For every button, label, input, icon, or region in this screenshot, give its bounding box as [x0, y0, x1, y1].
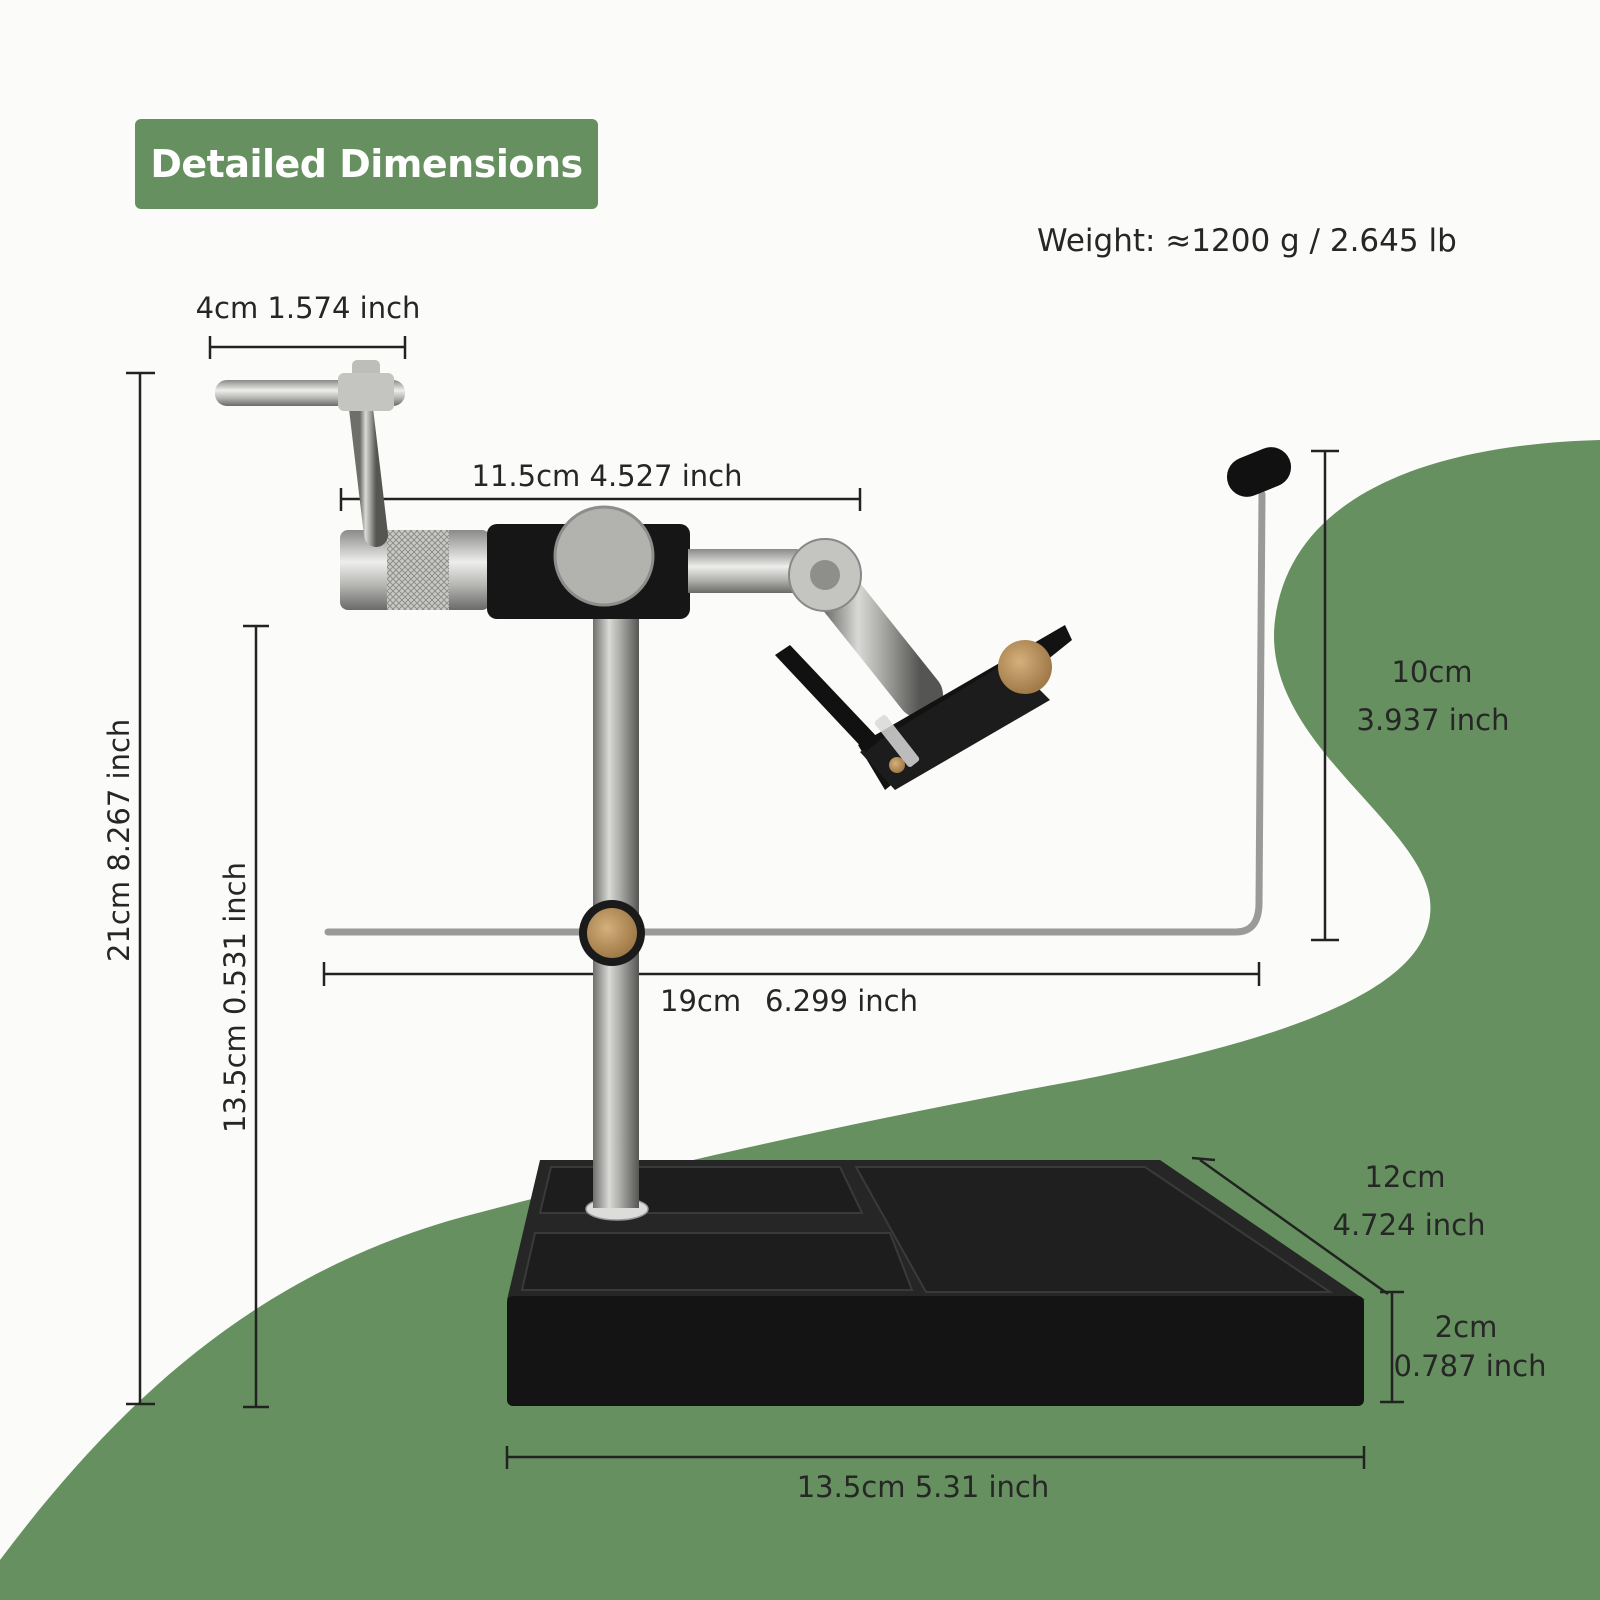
page-title: Detailed Dimensions — [135, 119, 598, 209]
rest-width-in-label: 6.299 inch — [765, 984, 919, 1018]
vise-jaws — [775, 625, 1072, 790]
vise-head — [215, 360, 943, 718]
base-height-in-label: 0.787 inch — [1393, 1349, 1547, 1383]
rest-height-cm-label: 10cm — [1391, 655, 1473, 689]
total-height-label: 21cm 8.267 inch — [102, 718, 136, 962]
stem-height-label: 13.5cm 0.531 inch — [218, 862, 252, 1133]
base-width-label: 13.5cm 5.31 inch — [796, 1470, 1050, 1504]
weight-label: Weight: ≈1200 g / 2.645 lb — [1037, 223, 1457, 259]
handle-width-label: 4cm 1.574 inch — [195, 291, 421, 325]
dimension-lines — [126, 336, 1404, 1469]
rest-height-in-label: 3.937 inch — [1356, 703, 1510, 737]
base-depth-in-label: 4.724 inch — [1332, 1208, 1486, 1242]
rest-width-cm-label: 19cm — [660, 984, 742, 1018]
base-depth-cm-label: 12cm — [1364, 1160, 1446, 1194]
base-height-cm-label: 2cm — [1434, 1310, 1498, 1344]
bobbin-rest — [324, 447, 1292, 966]
arm-length-label: 11.5cm 4.527 inch — [471, 459, 743, 493]
